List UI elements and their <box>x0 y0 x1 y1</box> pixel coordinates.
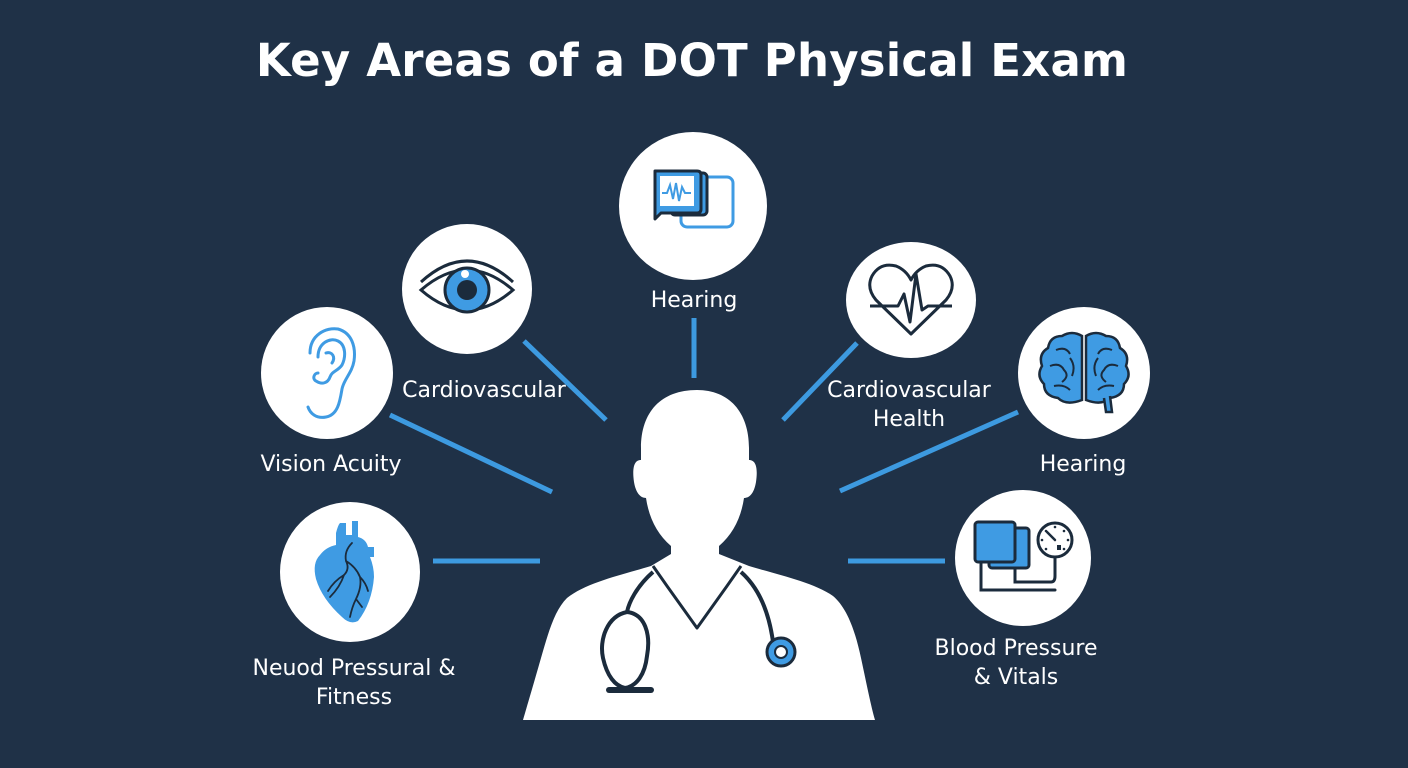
heart-pulse-icon <box>868 263 954 336</box>
area-label-line1: Neuod Pressural & <box>252 656 456 681</box>
area-circle-brain <box>1018 307 1150 439</box>
area-label-line2: Fitness <box>315 685 393 710</box>
brain-icon <box>1038 331 1130 414</box>
area-circle-bp-cuff <box>955 490 1091 626</box>
area-label-line1: Blood Pressure <box>934 636 1098 661</box>
area-label-line2: & Vitals <box>973 665 1059 690</box>
area-circle-heart-pulse <box>846 242 976 358</box>
page-title: Key Areas of a DOT Physical Exam <box>255 34 1129 87</box>
connector-ear <box>388 412 554 495</box>
connector-eye <box>522 339 608 422</box>
area-circle-ear <box>261 307 393 439</box>
doctor-silhouette <box>515 390 875 720</box>
area-label-brain: Hearing <box>1000 450 1166 479</box>
area-circle-heart-anatomical <box>280 502 420 642</box>
connector-heart-pulse <box>781 341 859 422</box>
anatomical-heart-icon <box>314 521 374 623</box>
area-label-eye: Cardiovascular <box>384 376 584 405</box>
doctor-with-stethoscope-icon <box>523 390 875 720</box>
area-circle-eye <box>402 224 532 354</box>
area-label-ear: Vision Acuity <box>231 450 431 479</box>
area-label-line2: Health <box>872 407 946 432</box>
area-label-line1: Cardiovascular <box>827 378 991 403</box>
ear-icon <box>306 327 356 419</box>
area-label-line1: Cardiovascular <box>402 378 566 403</box>
area-label-bp-cuff: Blood Pressure & Vitals <box>906 634 1126 692</box>
connector-brain <box>838 409 1020 494</box>
area-label-heart-pulse: Cardiovascular Health <box>798 376 1020 434</box>
eye-icon <box>418 259 516 314</box>
area-label-line1: Hearing <box>1039 452 1127 477</box>
area-label-line1: Hearing <box>650 288 738 313</box>
area-label-heart-anatomical: Neuod Pressural & Fitness <box>236 654 472 712</box>
area-label-line1: Vision Acuity <box>260 452 402 477</box>
area-label-monitor: Hearing <box>594 286 794 315</box>
ecg-monitor-icon <box>653 169 735 229</box>
blood-pressure-cuff-icon <box>973 520 1074 592</box>
area-circle-monitor <box>619 132 767 280</box>
